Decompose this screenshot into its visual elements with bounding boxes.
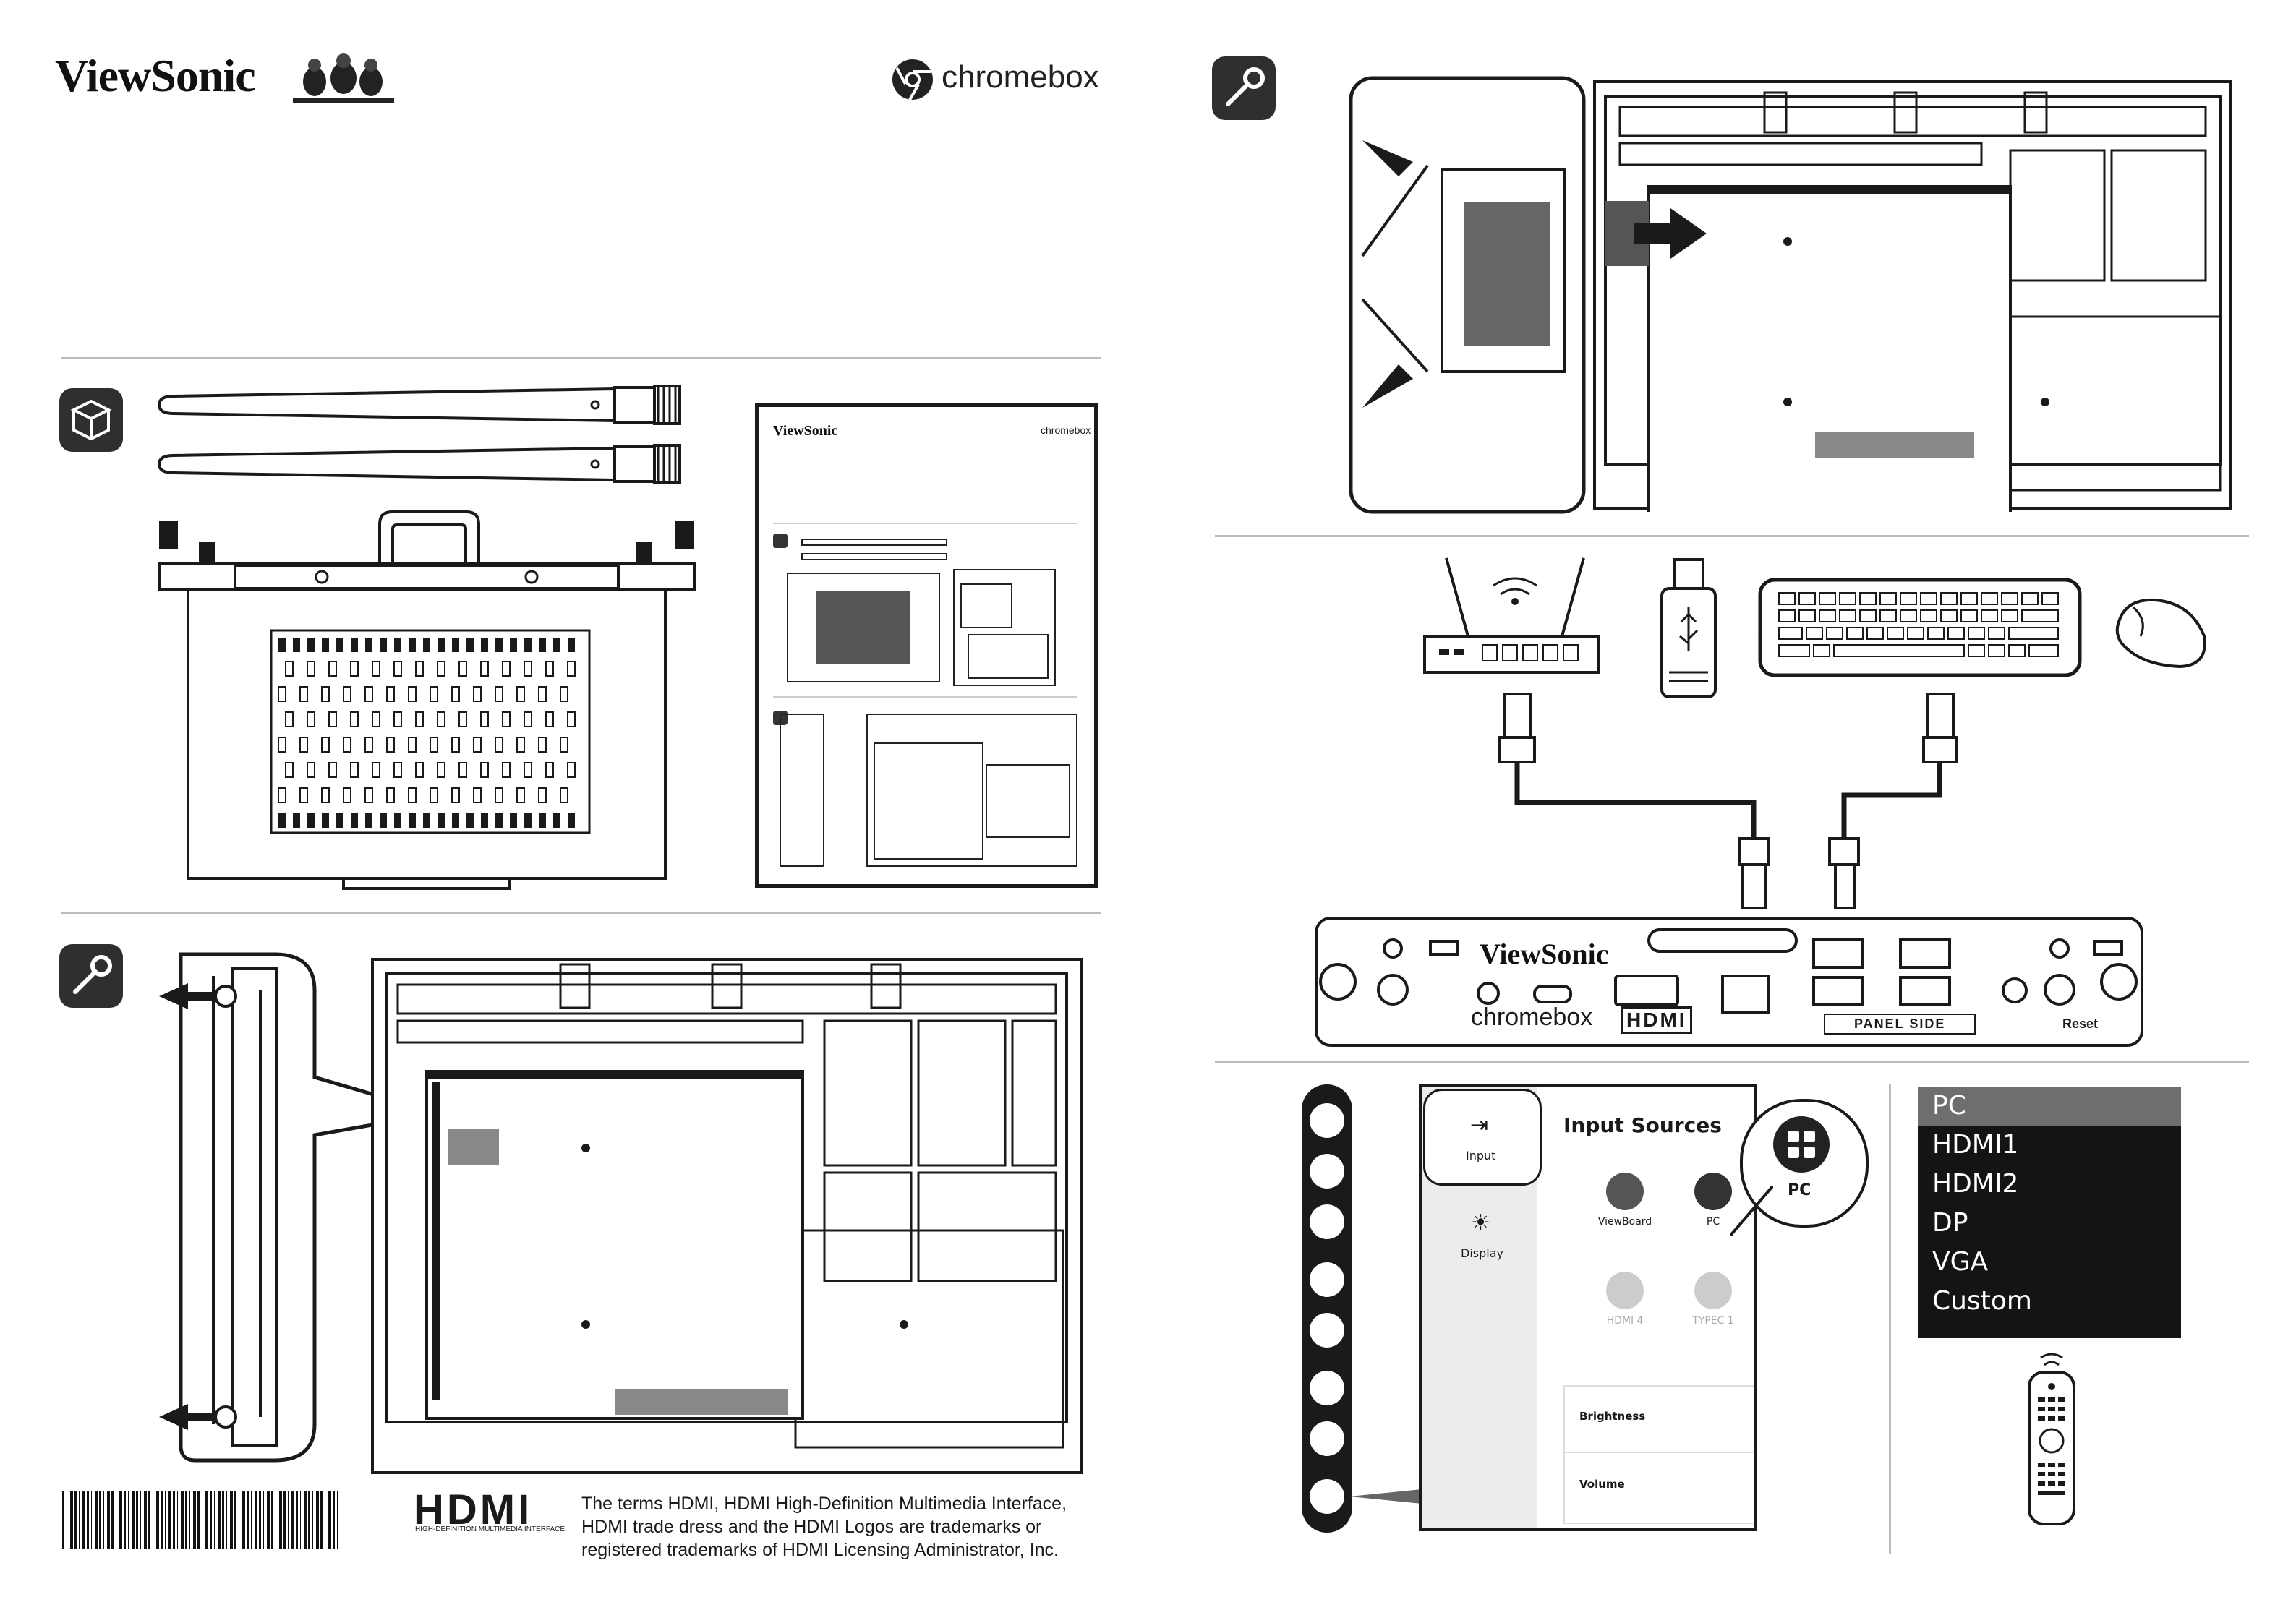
tab-display[interactable]: ☀ Display [1423, 1203, 1537, 1275]
usb-drive-icon [1660, 558, 1717, 698]
keyboard-icon [1758, 578, 2082, 677]
windows-icon [1773, 1116, 1830, 1173]
quick-start-guide-thumbnail: ViewSonic chromebox [755, 403, 1098, 888]
router-icon [1423, 557, 1600, 674]
callout-pointer [1728, 1184, 1775, 1240]
source-list-item-vga[interactable]: VGA [1932, 1247, 1989, 1277]
divider [61, 912, 1101, 914]
mouse-icon [2115, 598, 2206, 669]
source-pc[interactable]: PC [1673, 1173, 1753, 1245]
trademark-line-2: HDMI trade dress and the HDMI Logos are … [581, 1517, 1042, 1537]
panel-viewsonic-logo: ViewSonic [1480, 938, 1609, 970]
tab-input-label: Input [1466, 1149, 1496, 1162]
divider [1215, 1061, 2249, 1063]
tab-display-label: Display [1461, 1246, 1503, 1260]
remote-control-icon [2028, 1353, 2075, 1525]
source-list-item-hdmi1[interactable]: HDMI1 [1932, 1130, 2019, 1160]
wrench-icon [1212, 56, 1276, 120]
chromebox-logo: chromebox [942, 59, 1099, 95]
divider [61, 357, 1101, 359]
install-detail-illustration [1349, 76, 1586, 514]
panel-chromebox-logo: chromebox [1471, 1003, 1593, 1031]
chromebox-unit-illustration [158, 510, 696, 890]
source-hdmi4-label: HDMI 4 [1606, 1315, 1644, 1327]
display-install-illustration [1593, 80, 2232, 512]
trademark-line-3: registered trademarks of HDMI Licensing … [581, 1540, 1059, 1560]
slot-cover-detail-illustration [159, 952, 438, 1463]
source-typec1[interactable]: TYPEC 1 [1673, 1272, 1753, 1344]
brightness-label: Brightness [1579, 1410, 1646, 1423]
tab-input[interactable]: ⇥ Input [1423, 1089, 1542, 1186]
source-list-item-dp[interactable]: DP [1932, 1208, 1968, 1238]
hdmi-logo: HDMI [414, 1486, 533, 1533]
osd-title: Input Sources [1563, 1113, 1722, 1137]
divider [1215, 535, 2249, 537]
connector-panel: ViewSonic chromebox HDMI PANEL SIDE Rese… [1315, 917, 2143, 1047]
brightness-icon: ☀ [1471, 1211, 1490, 1235]
cables-illustration [1498, 693, 1958, 909]
pc-callout-label: PC [1788, 1181, 1811, 1199]
reset-label: Reset [2062, 1016, 2099, 1031]
side-toolbar [1302, 1084, 1352, 1533]
source-typec1-label: TYPEC 1 [1692, 1315, 1734, 1327]
display-rear-illustration [371, 958, 1083, 1474]
barcode [62, 1491, 340, 1549]
source-pc-label: PC [1706, 1216, 1720, 1228]
source-viewboard[interactable]: ViewBoard [1585, 1173, 1665, 1245]
thumb-viewsonic-logo: ViewSonic [773, 423, 838, 439]
source-list-item-custom[interactable]: Custom [1932, 1286, 2032, 1316]
source-list-item-hdmi2[interactable]: HDMI2 [1932, 1169, 2019, 1199]
pc-callout: PC [1740, 1099, 1869, 1228]
brightness-row[interactable]: Brightness [1563, 1385, 1754, 1453]
volume-label: Volume [1579, 1478, 1625, 1491]
divider-vertical [1889, 1084, 1891, 1554]
viewsonic-logo: ViewSonic [55, 50, 256, 101]
osd-menu: ⇥ Input ☀ Display Input Sources ViewBoar… [1419, 1084, 1757, 1531]
panel-hdmi-logo: HDMI [1621, 1006, 1692, 1034]
box-icon [59, 388, 123, 452]
antenna-illustration [157, 385, 681, 484]
hdmi-tagline: HIGH-DEFINITION MULTIMEDIA INTERFACE [415, 1525, 566, 1533]
source-hdmi4[interactable]: HDMI 4 [1585, 1272, 1665, 1344]
source-list-item-pc[interactable]: PC [1918, 1087, 2181, 1126]
panel-side-label: PANEL SIDE [1824, 1014, 1976, 1035]
wrench-icon [59, 944, 123, 1008]
viewsonic-birds-logo [293, 53, 394, 103]
volume-row[interactable]: Volume [1563, 1452, 1754, 1524]
trademark-line-1: The terms HDMI, HDMI High-Definition Mul… [581, 1494, 1067, 1514]
chrome-icon [892, 59, 933, 100]
source-viewboard-label: ViewBoard [1597, 1216, 1652, 1228]
toolbar-arrow-callout [1349, 1488, 1422, 1505]
input-icon: ⇥ [1470, 1113, 1489, 1137]
source-list: PC HDMI1 HDMI2 DP VGA Custom [1918, 1087, 2181, 1338]
thumb-chromebox-logo: chromebox [1041, 424, 1091, 436]
